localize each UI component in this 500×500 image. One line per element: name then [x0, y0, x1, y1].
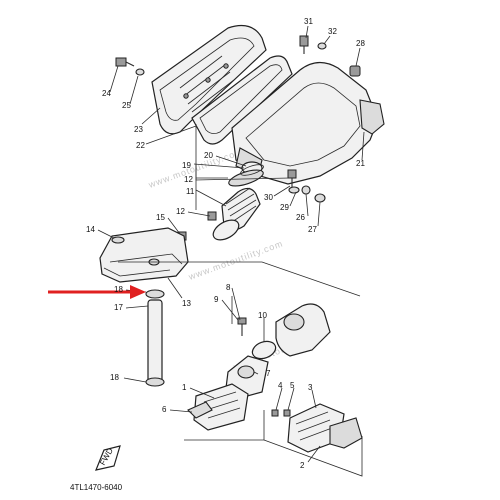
carburetor — [251, 303, 331, 360]
callout-25: 25 — [122, 101, 131, 110]
callout-17: 17 — [114, 303, 123, 312]
airbox-cover — [151, 25, 267, 135]
callout-10: 10 — [258, 311, 267, 320]
callout-23: 23 — [134, 125, 143, 134]
callout-14: 14 — [86, 225, 95, 234]
callout-19: 19 — [182, 161, 191, 170]
callout-12-lower: 12 — [176, 207, 185, 216]
airbox-gasket — [191, 55, 293, 145]
reservoir-tank — [99, 227, 189, 283]
callout-12-upper: 12 — [184, 175, 193, 184]
callout-1: 1 — [182, 383, 187, 392]
callout-20: 20 — [204, 151, 213, 160]
callout-31: 31 — [304, 17, 313, 26]
callout-labels: 31 32 28 24 25 23 22 21 20 19 12 11 30 2… — [86, 17, 365, 470]
callout-4: 4 — [278, 381, 283, 390]
callout-8: 8 — [226, 283, 231, 292]
callout-15: 15 — [156, 213, 165, 222]
callout-3: 3 — [308, 383, 313, 392]
callout-11: 11 — [186, 187, 195, 196]
diagram-code: 4TL1470-6040 — [70, 483, 123, 492]
callout-9: 9 — [214, 295, 219, 304]
callout-2: 2 — [300, 461, 305, 470]
callout-30: 30 — [264, 193, 273, 202]
callout-32: 32 — [328, 27, 337, 36]
callout-28: 28 — [356, 39, 365, 48]
callout-29: 29 — [280, 203, 289, 212]
callout-18-upper: 18 — [114, 285, 123, 294]
callout-22: 22 — [136, 141, 145, 150]
callout-5: 5 — [290, 381, 295, 390]
callout-7: 7 — [266, 369, 271, 378]
callout-6: 6 — [162, 405, 167, 414]
callout-13: 13 — [182, 299, 191, 308]
callout-21: 21 — [356, 159, 365, 168]
intake-joint — [212, 164, 264, 241]
watermark-middle: www.motoutility.com — [186, 238, 284, 282]
callout-27: 27 — [308, 225, 317, 234]
highlight-arrow — [48, 285, 146, 299]
callout-24: 24 — [102, 89, 111, 98]
fwd-badge: FWD — [95, 445, 121, 471]
reference-frames — [118, 124, 363, 477]
hardware-top — [115, 35, 361, 77]
callout-26: 26 — [296, 213, 305, 222]
drain-hose — [145, 289, 165, 387]
callout-18-lower: 18 — [110, 373, 119, 382]
reed-valve-right — [271, 403, 363, 453]
